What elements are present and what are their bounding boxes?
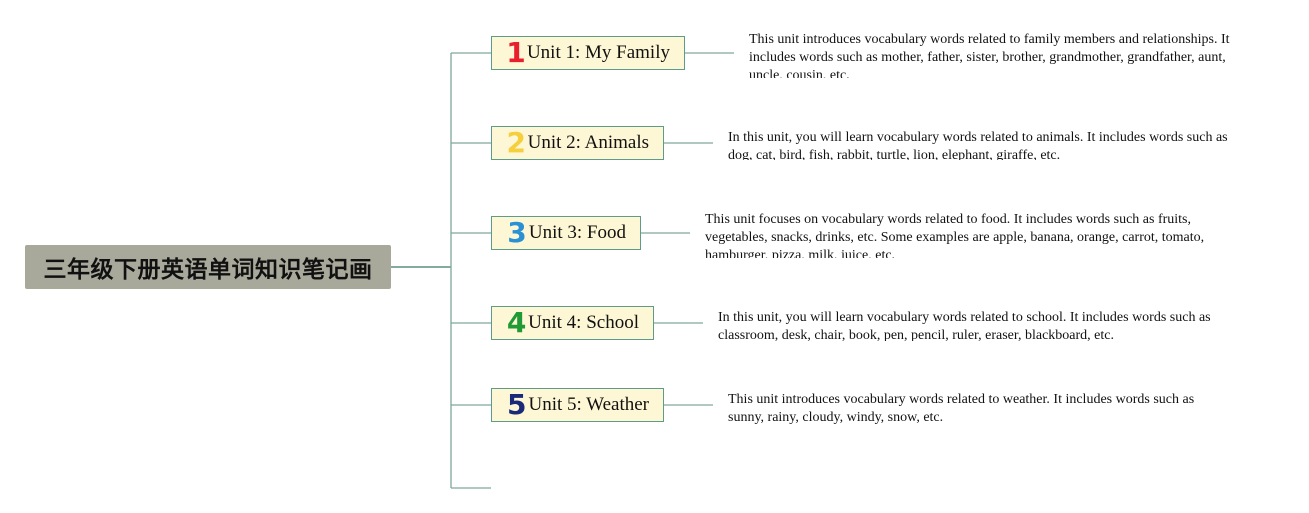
topic-unit-5[interactable]: 5 Unit 5: Weather bbox=[491, 388, 664, 422]
topic-unit-1[interactable]: 1 Unit 1: My Family bbox=[491, 36, 685, 70]
note-unit-1: This unit introduces vocabulary words re… bbox=[749, 32, 1230, 78]
number-2-icon: 2 bbox=[506, 126, 527, 159]
number-4-icon: 4 bbox=[506, 306, 527, 339]
note-unit-3: This unit focuses on vocabulary words re… bbox=[705, 212, 1205, 258]
topic-unit-2-label: Unit 2: Animals bbox=[527, 132, 649, 153]
number-1-icon: 1 bbox=[506, 36, 526, 69]
central-topic[interactable]: 三年级下册英语单词知识笔记画 bbox=[25, 245, 391, 289]
topic-unit-2[interactable]: 2 Unit 2: Animals bbox=[491, 126, 664, 160]
topic-unit-3[interactable]: 3 Unit 3: Food bbox=[491, 216, 641, 250]
note-unit-2: In this unit, you will learn vocabulary … bbox=[728, 130, 1228, 160]
topic-unit-3-label: Unit 3: Food bbox=[528, 222, 626, 243]
topic-unit-4-label: Unit 4: School bbox=[528, 312, 639, 333]
number-3-icon: 3 bbox=[507, 216, 527, 249]
topic-unit-4[interactable]: 4 Unit 4: School bbox=[491, 306, 654, 340]
number-5-icon: 5 bbox=[506, 388, 527, 421]
central-topic-label: 三年级下册英语单词知识笔记画 bbox=[43, 257, 373, 283]
topic-unit-5-label: Unit 5: Weather bbox=[528, 394, 649, 415]
note-unit-4: In this unit, you will learn vocabulary … bbox=[718, 310, 1211, 341]
note-unit-5: This unit introduces vocabulary words re… bbox=[728, 392, 1195, 424]
topic-unit-1-label: Unit 1: My Family bbox=[526, 42, 670, 63]
